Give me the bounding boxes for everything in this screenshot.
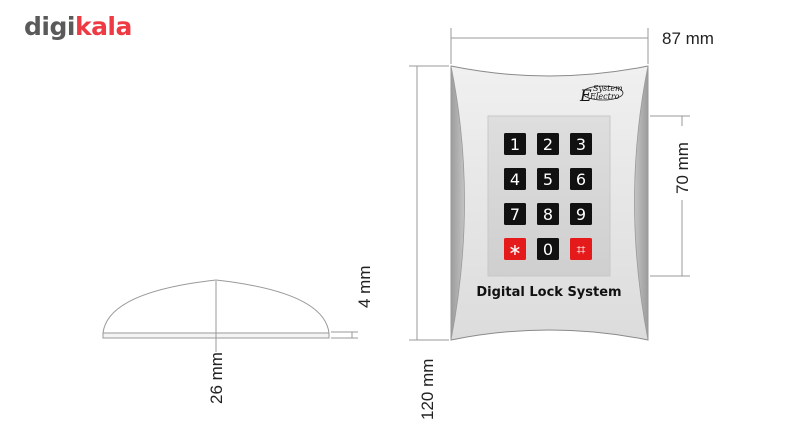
key-button[interactable]: [570, 203, 592, 225]
logo-part-kala: kala: [74, 12, 132, 41]
key-9[interactable]: 9: [570, 203, 592, 225]
key-button[interactable]: [570, 238, 592, 260]
key-label: 7: [510, 205, 520, 224]
key-label: 4: [510, 170, 520, 189]
height-label: 120 mm: [418, 359, 437, 420]
width-label: 87 mm: [662, 29, 714, 48]
brand-line-2: Electro: [589, 92, 620, 101]
electro-system-logo: E System Electro: [579, 84, 624, 105]
key-2[interactable]: 2: [537, 133, 559, 155]
key-11[interactable]: 0: [537, 238, 559, 260]
side-width-label: 26 mm: [207, 352, 226, 404]
key-button[interactable]: [570, 133, 592, 155]
depth-label: 4 mm: [355, 266, 374, 309]
key-8[interactable]: 8: [537, 203, 559, 225]
key-10[interactable]: ∗: [504, 238, 526, 260]
key-label: 3: [576, 135, 586, 154]
key-label: 9: [576, 205, 586, 224]
left-grip: [450, 65, 465, 341]
brand-ellipse: [582, 85, 624, 101]
key-3[interactable]: 3: [570, 133, 592, 155]
key-4[interactable]: 4: [504, 168, 526, 190]
key-12[interactable]: ⌗: [570, 238, 592, 260]
key-7[interactable]: 7: [504, 203, 526, 225]
key-button[interactable]: [570, 168, 592, 190]
key-label: 8: [543, 205, 553, 224]
key-label: ∗: [508, 240, 521, 259]
key-button[interactable]: [537, 238, 559, 260]
key-button[interactable]: [537, 168, 559, 190]
key-1[interactable]: 1: [504, 133, 526, 155]
key-button[interactable]: [504, 168, 526, 190]
keypad: 1 2 3 4 5 6 7 8 9 ∗ 0 ⌗: [504, 133, 592, 260]
key-5[interactable]: 5: [537, 168, 559, 190]
product-title: Digital Lock System: [476, 285, 621, 300]
digikala-logo: digikala: [24, 14, 132, 39]
right-grip: [634, 65, 649, 341]
key-button[interactable]: [537, 133, 559, 155]
key-label: 6: [576, 170, 586, 189]
key-button[interactable]: [537, 203, 559, 225]
key-label: 1: [510, 135, 520, 154]
key-button[interactable]: [504, 238, 526, 260]
dimension-lines: [409, 28, 690, 341]
front-view: 1 2 3 4 5 6 7 8 9 ∗ 0 ⌗ E System Electro Digital Lo…: [450, 65, 649, 341]
key-label: 2: [543, 135, 553, 154]
key-button[interactable]: [504, 133, 526, 155]
key-label: ⌗: [576, 240, 585, 259]
side-profile: [102, 279, 358, 352]
key-6[interactable]: 6: [570, 168, 592, 190]
key-label: 0: [543, 240, 553, 259]
key-label: 5: [543, 170, 553, 189]
brand-letter: E: [579, 86, 592, 105]
logo-part-digi: digi: [24, 12, 75, 41]
key-button[interactable]: [504, 203, 526, 225]
brand-line-1: System: [593, 84, 623, 93]
keypad-height-label: 70 mm: [673, 142, 692, 194]
